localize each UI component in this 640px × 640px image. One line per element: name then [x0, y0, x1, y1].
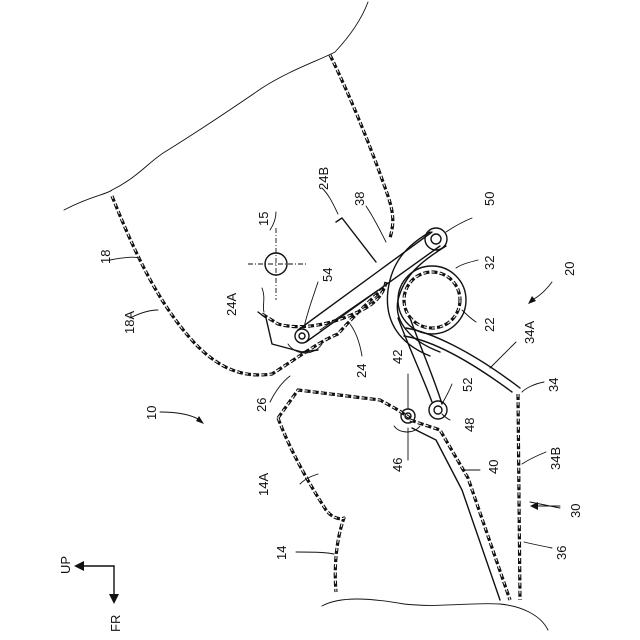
label-50: 50 — [482, 192, 497, 206]
label-18: 18 — [98, 250, 113, 264]
label-34B: 34B — [548, 447, 563, 470]
label-14A: 14A — [256, 473, 271, 496]
seat-cover-18A — [112, 196, 384, 375]
link-arm-38-b — [306, 246, 440, 342]
label-26: 26 — [254, 398, 269, 412]
bracket-24 — [262, 282, 386, 327]
label-14: 14 — [274, 546, 289, 560]
label-42: 42 — [390, 350, 405, 364]
label-48: 48 — [462, 418, 477, 432]
label-38: 38 — [352, 192, 367, 206]
orient-fr-arrowhead — [109, 594, 119, 604]
plate-40 — [410, 420, 510, 600]
label-40: 40 — [486, 460, 501, 474]
base-outline — [322, 599, 548, 630]
bracket-24B — [336, 218, 376, 262]
label-15: 15 — [256, 212, 271, 226]
pivot-54 — [295, 329, 309, 343]
label-34: 34 — [546, 378, 561, 392]
label-52: 52 — [460, 378, 475, 392]
label-32: 32 — [482, 256, 497, 270]
orient-up-label: UP — [58, 556, 73, 574]
orient-up-arrowhead — [74, 561, 84, 571]
orient-fr-label: FR — [108, 615, 123, 632]
seat-back-14 — [278, 418, 344, 592]
label-22: 22 — [482, 318, 497, 332]
label-36: 36 — [554, 546, 569, 560]
label-34A: 34A — [522, 321, 537, 344]
bracket-24A — [258, 312, 318, 352]
label-24B: 24B — [316, 167, 331, 190]
label-30: 30 — [568, 504, 583, 518]
roller-32 — [398, 266, 466, 334]
label-20: 20 — [562, 262, 577, 276]
label-18A: 18A — [122, 311, 137, 334]
label-10: 10 — [144, 406, 159, 420]
label-24: 24 — [354, 364, 369, 378]
seat-back-14A — [278, 390, 410, 418]
label-54: 54 — [320, 268, 335, 282]
label-24A: 24A — [224, 293, 239, 316]
head-frame-right — [330, 55, 393, 238]
label-46: 46 — [390, 458, 405, 472]
